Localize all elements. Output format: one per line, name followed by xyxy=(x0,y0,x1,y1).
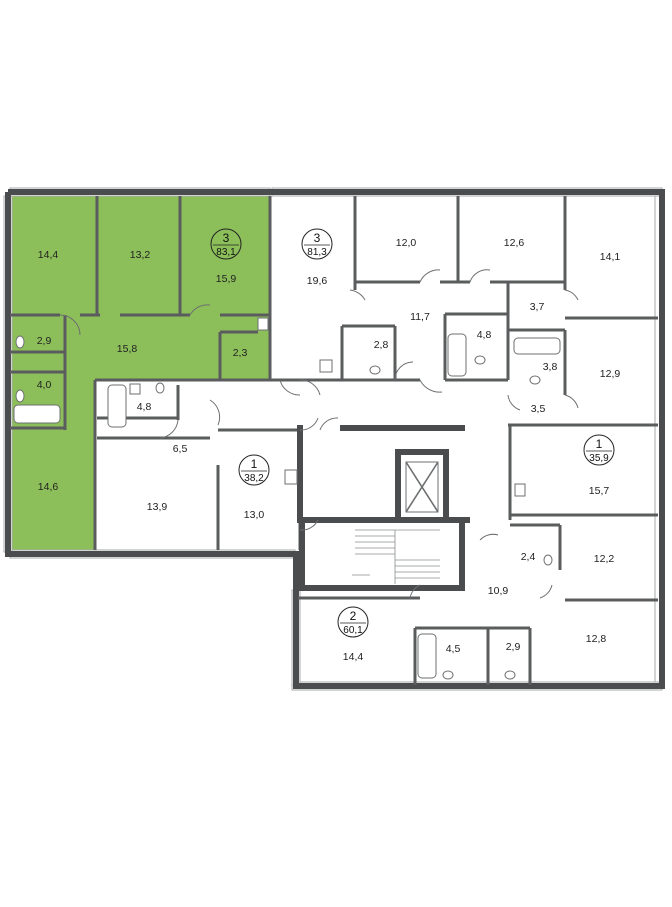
room-area-label: 15,8 xyxy=(117,343,138,355)
apartment-total-area: 35,9 xyxy=(589,453,609,464)
bathtub-icon xyxy=(13,404,61,424)
outer-walls xyxy=(5,189,665,689)
apartment-highlight-west[interactable] xyxy=(10,196,270,550)
toilet-icon xyxy=(474,355,486,365)
room-area-label: 15,9 xyxy=(216,273,237,285)
room-area-label: 12,0 xyxy=(396,237,417,249)
room-area-label: 13,2 xyxy=(130,249,151,261)
room-area-label: 4,8 xyxy=(137,401,152,413)
elevator-shaft xyxy=(405,461,439,513)
apartment-badge-circle xyxy=(337,606,369,638)
room-area-label: 6,5 xyxy=(173,443,188,455)
apartment-highlight-fill[interactable] xyxy=(10,196,270,550)
apartment-total-area: 83,1 xyxy=(216,247,236,258)
toilet-icon xyxy=(504,670,516,680)
room-area-label: 12,2 xyxy=(594,553,615,565)
room-area-label: 2,3 xyxy=(233,347,248,359)
room-area-label: 11,7 xyxy=(410,311,430,323)
room-area-label: 12,8 xyxy=(586,633,607,645)
toilet-icon xyxy=(442,670,454,680)
sink-icon xyxy=(319,359,333,373)
room-area-label: 3,5 xyxy=(531,403,546,415)
interior-walls xyxy=(10,196,658,685)
apartment-badge-apt-west-3[interactable]: 383,1 xyxy=(210,228,242,260)
apartment-badge-apt-east-1[interactable]: 135,9 xyxy=(583,434,615,466)
apartment-total-area: 38,2 xyxy=(244,473,264,484)
room-area-label: 19,6 xyxy=(307,275,328,287)
apartment-total-area: 60,1 xyxy=(343,625,363,636)
room-area-label: 2,8 xyxy=(374,339,389,351)
room-area-label: 14,4 xyxy=(38,249,59,261)
room-area-label: 10,9 xyxy=(488,585,509,597)
bathtub-icon xyxy=(107,384,127,428)
sink-icon xyxy=(284,469,298,485)
apartment-room-count: 2 xyxy=(350,609,357,623)
toilet-icon xyxy=(529,375,541,385)
doors xyxy=(59,269,579,599)
toilet-icon xyxy=(369,365,381,375)
room-area-label: 3,8 xyxy=(543,361,558,373)
fixtures xyxy=(13,317,561,680)
apartment-badge-apt-center-1[interactable]: 138,2 xyxy=(238,454,270,486)
room-area-label: 14,6 xyxy=(38,481,59,493)
room-area-label: 4,5 xyxy=(446,643,461,655)
room-area-label: 14,1 xyxy=(600,251,621,263)
room-area-label: 12,6 xyxy=(504,237,525,249)
apartment-badge-circle xyxy=(210,228,242,260)
room-area-label: 4,0 xyxy=(37,379,52,391)
room-area-label: 13,0 xyxy=(244,509,265,521)
apartment-badge-circle xyxy=(583,434,615,466)
room-area-label: 3,7 xyxy=(530,301,545,313)
toilet-icon xyxy=(15,389,25,403)
toilet-icon xyxy=(543,554,553,566)
apartment-total-area: 81,3 xyxy=(307,247,327,258)
apartment-room-count: 1 xyxy=(251,457,258,471)
staircase xyxy=(352,529,440,584)
core-elements xyxy=(352,461,440,584)
room-area-label: 15,7 xyxy=(589,485,610,497)
bathtub-icon xyxy=(447,333,467,377)
bathtub-icon xyxy=(417,633,437,679)
room-area-label: 12,9 xyxy=(600,368,621,380)
apartment-room-count: 3 xyxy=(223,231,230,245)
apartment-room-count: 3 xyxy=(314,231,321,245)
sink-icon xyxy=(129,383,141,395)
sink-icon xyxy=(514,483,526,497)
apartment-badge-circle xyxy=(301,228,333,260)
room-area-label: 4,8 xyxy=(477,329,492,341)
apartment-room-count: 1 xyxy=(596,437,603,451)
room-area-label: 2,4 xyxy=(521,551,536,563)
room-area-label: 2,9 xyxy=(506,641,521,653)
bathtub-icon xyxy=(513,337,561,355)
toilet-icon xyxy=(155,382,165,394)
room-area-label: 13,9 xyxy=(147,501,168,513)
sink-icon xyxy=(257,317,269,331)
room-area-label: 14,4 xyxy=(343,651,364,663)
toilet-icon xyxy=(15,335,25,349)
room-area-label: 2,9 xyxy=(37,335,52,347)
apartment-badge-apt-north-3[interactable]: 381,3 xyxy=(301,228,333,260)
apartment-badge-circle xyxy=(238,454,270,486)
apartment-badge-apt-south-2[interactable]: 260,1 xyxy=(337,606,369,638)
